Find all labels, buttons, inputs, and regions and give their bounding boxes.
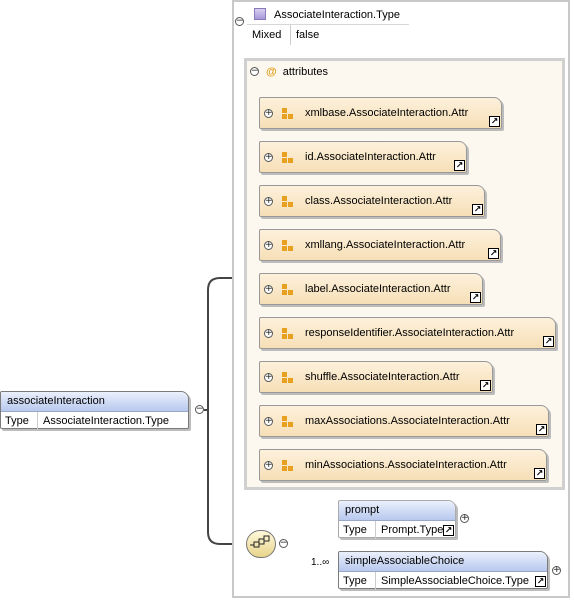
attribute-label: id.AssociateInteraction.Attr (305, 151, 436, 163)
attribute-label: xmllang.AssociateInteraction.Attr (305, 239, 466, 251)
mixed-value: false (296, 29, 320, 41)
expand-prompt-toggle[interactable]: + (460, 513, 469, 523)
root-element-box[interactable]: associateInteraction Type AssociateIntera… (0, 391, 189, 430)
complex-type-header: AssociateInteraction.Type (254, 8, 400, 22)
attribute-group-icon (282, 416, 294, 428)
attribute-item[interactable]: + xmllang.AssociateInteraction.Attr ↗ (259, 229, 501, 261)
attribute-item[interactable]: + class.AssociateInteraction.Attr ↗ (259, 185, 485, 217)
choice-element-name: simpleAssociableChoice (339, 552, 547, 572)
attribute-item[interactable]: + maxAssociations.AssociateInteraction.At… (259, 405, 549, 437)
expand-attribute-toggle[interactable]: + (264, 284, 273, 294)
expand-attribute-toggle[interactable]: + (264, 240, 273, 250)
prompt-type-key: Type (339, 521, 376, 539)
attributes-label: attributes (282, 66, 328, 78)
choice-type-key: Type (339, 572, 376, 590)
root-element-name: associateInteraction (1, 392, 188, 412)
attribute-item[interactable]: + minAssociations.AssociateInteraction.At… (259, 449, 547, 481)
expand-attribute-toggle[interactable]: + (264, 416, 273, 426)
attribute-link-icon[interactable]: ↗ (472, 204, 483, 215)
attribute-group-icon (282, 372, 294, 384)
attribute-group-icon (282, 108, 294, 120)
choice-element-box[interactable]: simpleAssociableChoice Type SimpleAssocia… (338, 551, 548, 590)
attribute-link-icon[interactable]: ↗ (534, 468, 545, 479)
prompt-element-name: prompt (339, 501, 455, 521)
choice-type-row: Type SimpleAssociableChoice.Type (339, 572, 547, 590)
attribute-label: xmlbase.AssociateInteraction.Attr (305, 107, 469, 119)
root-type-key: Type (1, 412, 38, 430)
attribute-label: responseIdentifier.AssociateInteraction.… (305, 327, 515, 339)
attribute-label: shuffle.AssociateInteraction.Attr (305, 371, 460, 383)
attribute-link-icon[interactable]: ↗ (488, 248, 499, 259)
prompt-link-icon[interactable]: ↗ (443, 525, 454, 536)
sequence-compositor-icon[interactable] (246, 530, 276, 558)
expand-attribute-toggle[interactable]: + (264, 152, 273, 162)
collapse-attributes-toggle[interactable]: − (250, 66, 259, 76)
attribute-label: label.AssociateInteraction.Attr (305, 283, 451, 295)
root-type-value: AssociateInteraction.Type (43, 415, 169, 427)
attribute-link-icon[interactable]: ↗ (454, 160, 465, 171)
attribute-item[interactable]: + responseIdentifier.AssociateInteraction… (259, 317, 556, 349)
expand-attribute-toggle[interactable]: + (264, 372, 273, 382)
choice-link-icon[interactable]: ↗ (535, 576, 546, 587)
attribute-group-icon (282, 460, 294, 472)
attribute-group-icon (282, 152, 294, 164)
prompt-type-row: Type Prompt.Type (339, 521, 455, 539)
prompt-type-value: Prompt.Type (381, 524, 444, 536)
expand-attribute-toggle[interactable]: + (264, 196, 273, 206)
attribute-item[interactable]: + shuffle.AssociateInteraction.Attr ↗ (259, 361, 493, 393)
attribute-item[interactable]: + xmlbase.AssociateInteraction.Attr ↗ (259, 97, 502, 129)
attribute-label: minAssociations.AssociateInteraction.Att… (305, 459, 507, 471)
root-element-type-row: Type AssociateInteraction.Type (1, 412, 188, 430)
attribute-label: class.AssociateInteraction.Attr (305, 195, 453, 207)
attribute-group-icon (282, 196, 294, 208)
attribute-item[interactable]: + label.AssociateInteraction.Attr ↗ (259, 273, 483, 305)
attribute-link-icon[interactable]: ↗ (543, 336, 554, 347)
attributes-icon: @ (266, 66, 277, 78)
complex-type-icon (254, 8, 266, 20)
attribute-link-icon[interactable]: ↗ (470, 292, 481, 303)
attribute-label: maxAssociations.AssociateInteraction.Att… (305, 415, 510, 427)
expand-choice-toggle[interactable]: + (552, 565, 561, 575)
prompt-element-box[interactable]: prompt Type Prompt.Type ↗ (338, 500, 456, 539)
choice-type-value: SimpleAssociableChoice.Type (381, 575, 529, 587)
attribute-group-icon (282, 328, 294, 340)
collapse-root-toggle[interactable]: − (195, 404, 204, 414)
choice-cardinality: 1..∞ (311, 557, 330, 568)
attributes-header: @ attributes (266, 65, 328, 79)
attribute-link-icon[interactable]: ↗ (489, 116, 500, 127)
mixed-row: Mixed false (247, 24, 409, 45)
attribute-group-icon (282, 240, 294, 252)
mixed-key: Mixed (247, 25, 291, 45)
collapse-sequence-toggle[interactable]: − (279, 538, 288, 548)
expand-attribute-toggle[interactable]: + (264, 108, 273, 118)
attribute-item[interactable]: + id.AssociateInteraction.Attr ↗ (259, 141, 467, 173)
expand-attribute-toggle[interactable]: + (264, 460, 273, 470)
attribute-link-icon[interactable]: ↗ (480, 380, 491, 391)
attribute-group-icon (282, 284, 294, 296)
expand-attribute-toggle[interactable]: + (264, 328, 273, 338)
attribute-link-icon[interactable]: ↗ (536, 424, 547, 435)
complex-type-name: AssociateInteraction.Type (274, 9, 400, 21)
collapse-type-toggle[interactable]: − (235, 16, 244, 26)
